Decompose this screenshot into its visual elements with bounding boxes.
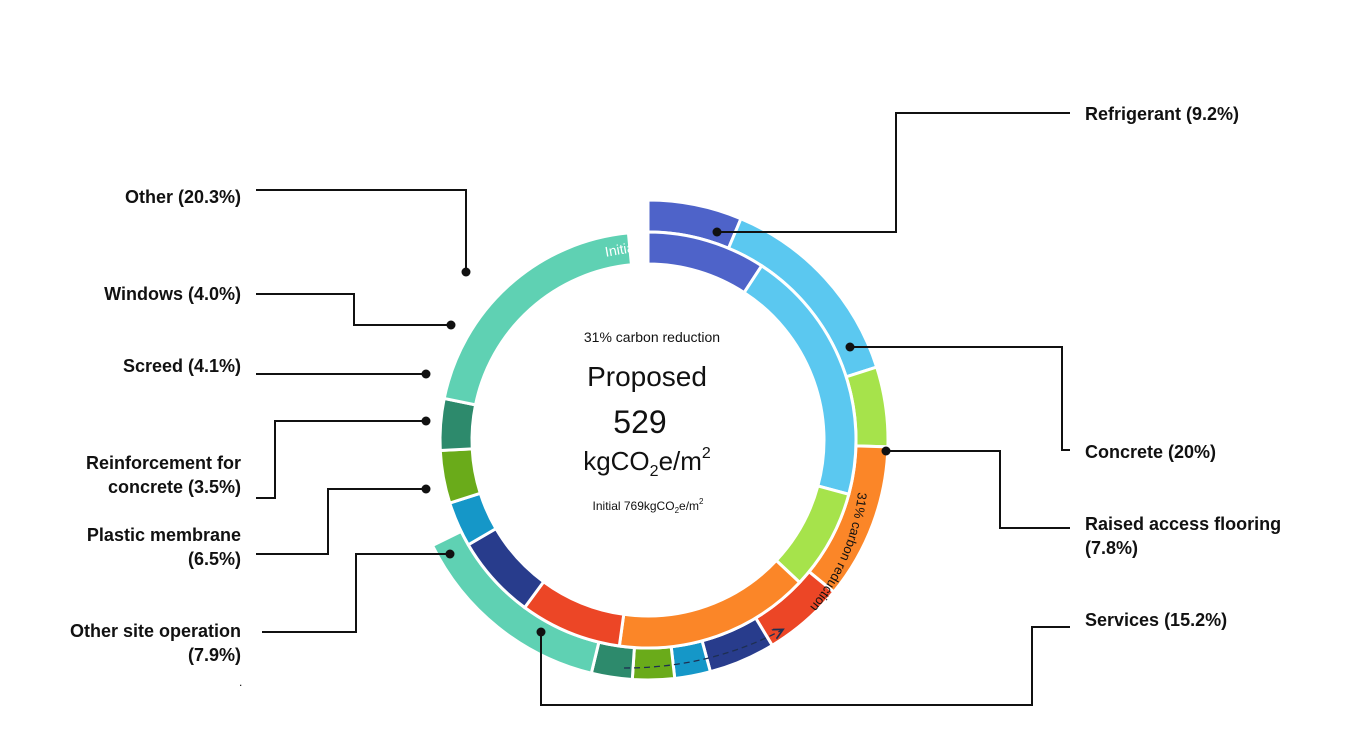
leader-dot-services bbox=[536, 627, 546, 637]
leader-line-refrigerant bbox=[717, 112, 1070, 233]
donut-rings bbox=[430, 198, 890, 682]
center-value: 529 bbox=[613, 404, 666, 440]
leader-dot-refrigerant bbox=[712, 227, 722, 237]
outer-ring-segment-screed bbox=[630, 645, 677, 682]
leader-line-windows bbox=[256, 293, 451, 326]
ring-label-proposed: Proposed bbox=[576, 203, 638, 231]
leader-line-reinforcement-for-concrete bbox=[256, 420, 426, 499]
leader-dot-windows bbox=[446, 320, 456, 330]
label-refrigerant: Refrigerant (9.2%) bbox=[1085, 104, 1239, 124]
leader-line-raised-access-flooring bbox=[886, 450, 1070, 529]
label-raised-access-flooring: Raised access flooring(7.8%) bbox=[1085, 514, 1281, 558]
label-plastic-membrane: Plastic membrane(6.5%) bbox=[87, 525, 241, 569]
inner-ring-segment-windows bbox=[438, 396, 478, 453]
reduction-arrow bbox=[623, 630, 782, 669]
center-title: Proposed bbox=[587, 361, 707, 392]
leader-dot-other-site-operation bbox=[445, 549, 455, 559]
label-concrete: Concrete (20%) bbox=[1085, 442, 1216, 462]
leader-line-other-site-operation bbox=[262, 553, 450, 633]
leader-dot-raised-access-flooring bbox=[881, 446, 891, 456]
center-unit: kgCO2e/m2 bbox=[583, 445, 711, 480]
leader-line-plastic-membrane bbox=[256, 488, 426, 555]
leader-dot-concrete bbox=[845, 342, 855, 352]
leader-line-services bbox=[540, 626, 1070, 706]
label-windows: Windows (4.0%) bbox=[104, 284, 241, 304]
stray-mark: . bbox=[239, 675, 242, 689]
inner-ring-segment-screed bbox=[438, 447, 483, 505]
center-reduction-text: 31% carbon reduction bbox=[584, 329, 720, 345]
leader-dot-screed bbox=[421, 369, 431, 379]
category-labels: Refrigerant (9.2%) Concrete (20%) Raised a… bbox=[70, 104, 1281, 665]
leader-dot-plastic-membrane bbox=[421, 484, 431, 494]
label-other-site-operation: Other site operation(7.9%) bbox=[70, 621, 241, 665]
leader-lines bbox=[256, 112, 1070, 706]
leader-line-concrete bbox=[850, 346, 1070, 451]
leader-line-other bbox=[256, 189, 467, 272]
leader-dot-other bbox=[461, 267, 471, 277]
label-services: Services (15.2%) bbox=[1085, 610, 1227, 630]
ring-label-initial: Initial bbox=[604, 238, 639, 259]
label-screed: Screed (4.1%) bbox=[123, 356, 241, 376]
center-initial-text: Initial 769kgCO2e/m2 bbox=[593, 497, 705, 515]
leader-dot-reinforcement-for-concrete bbox=[421, 416, 431, 426]
label-other: Other (20.3%) bbox=[125, 187, 241, 207]
inner-ring-segment-other bbox=[442, 231, 634, 407]
